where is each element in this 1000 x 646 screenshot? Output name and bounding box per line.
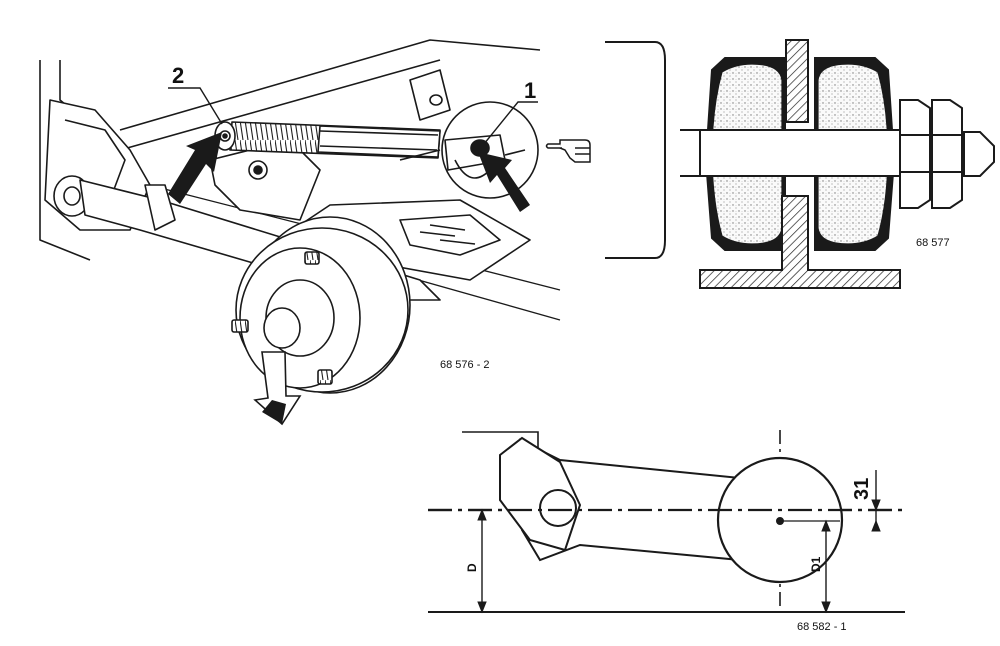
callout-1: 1: [524, 78, 536, 103]
alignment-diagram: [428, 430, 905, 614]
arrow-to-eye-2: [168, 132, 222, 204]
mount-plate-upper: [785, 39, 809, 123]
callout-2: 2: [172, 63, 184, 88]
label-offset: 31: [851, 478, 873, 500]
label-d: D: [465, 563, 479, 572]
figure-ref-alignment: 68 582 - 1: [797, 621, 847, 633]
sleeve-bolt: [699, 129, 901, 177]
figure-ref-bushing: 68 577: [916, 237, 950, 249]
label-d1: D1: [809, 556, 823, 572]
section-bracket: [605, 41, 666, 259]
pointing-hand-icon: [545, 139, 591, 163]
figure-ref-axle: 68 576 - 2: [440, 359, 490, 371]
arm-pivot: [539, 489, 577, 527]
arrow-to-eye-1: [478, 152, 530, 212]
channel-section: [699, 195, 901, 289]
bushing-section: [605, 39, 995, 289]
nut: [931, 99, 963, 209]
wheel-studs: [231, 251, 333, 385]
direction-arrows: [168, 132, 530, 426]
axle-view: [39, 39, 561, 394]
brake-drum: [231, 216, 411, 394]
thread-end: [963, 131, 995, 177]
lock-nut: [899, 99, 931, 209]
shock-absorber: [214, 121, 441, 159]
arrow-down: [253, 351, 302, 426]
hub-cap: [263, 307, 301, 349]
